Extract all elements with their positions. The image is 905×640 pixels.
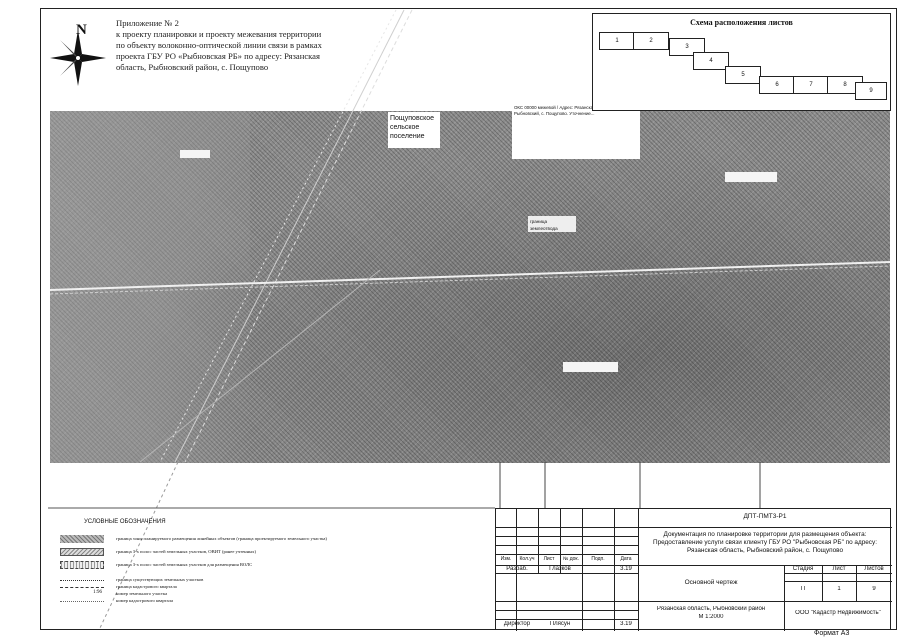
legend-text: граница кадастрового квартала: [116, 584, 177, 589]
linear-object-line: [49, 265, 891, 295]
scheme-sheet-5[interactable]: 5: [725, 66, 761, 84]
scale-text: М 1:2000: [698, 614, 724, 620]
drawing-name: Основной чертеж: [684, 579, 738, 586]
road-line: [159, 9, 397, 463]
title-line: Приложение № 2: [116, 18, 179, 28]
developer-role: Разраб.: [506, 566, 528, 572]
location-text: Рязанская область, Рыбновский район: [656, 606, 766, 612]
scheme-sheet-1[interactable]: 1: [599, 32, 635, 50]
map-area: [50, 111, 890, 463]
sheets-header: Листов: [864, 566, 884, 572]
title-block: ДПТ-ПМТ3-Р1 Документация по планировке т…: [495, 508, 892, 631]
col-header-sheet: Лист: [543, 556, 555, 562]
sheet-value: 1: [837, 586, 841, 592]
map-marker-block: [180, 150, 210, 158]
document-title: Приложение № 2 к проекту планировки и пр…: [116, 18, 361, 73]
sheet-border: [40, 8, 897, 630]
document-description: Документация по планировке территории дл…: [653, 531, 877, 554]
sheet-layout-scheme: Схема расположения листов 1 2 3 4 5 6 7 …: [592, 13, 891, 111]
boundary-line: [139, 269, 381, 463]
scheme-sheet-7[interactable]: 7: [793, 76, 829, 94]
col-header-date: Дата: [620, 556, 632, 562]
sheet-header: Лист: [832, 566, 846, 572]
stage-value: П: [800, 586, 806, 592]
compass-north-label: N: [76, 22, 87, 38]
scheme-sheet-9[interactable]: 9: [855, 82, 887, 100]
title-line: к проекту планировки и проекту межевания…: [116, 29, 322, 39]
legend-item: граница кадастрового квартала: [60, 583, 480, 591]
legend-sample-number: 1:96: [93, 590, 102, 595]
legend-item: номер кадастрового квартала: [60, 597, 480, 605]
legend-item: 1:96 номер земельного участка: [60, 590, 480, 598]
linear-object-line: [49, 261, 891, 291]
legend-swatch: [60, 601, 104, 602]
legend-item: граница зоны планируемого размещения лин…: [60, 535, 480, 543]
document-code: ДПТ-ПМТ3-Р1: [743, 513, 787, 520]
legend-text: граница 3-х полос частей земельных участ…: [116, 562, 253, 567]
developer-name: Глазков: [549, 566, 571, 572]
legend-title: УСЛОВНЫЕ ОБОЗНАЧЕНИЯ: [84, 519, 166, 525]
road-line: [174, 9, 405, 463]
legend-item: граница 3-х полос частей земельных участ…: [60, 548, 480, 556]
title-line: проекта ГБУ РО «Рыбновская РБ» по адресу…: [116, 51, 320, 61]
scheme-sheet-4[interactable]: 4: [693, 52, 729, 70]
director-date: 3.19: [620, 621, 632, 627]
compass-rose-icon: [50, 30, 106, 86]
settlement-label: Пощуповское сельское поселение: [388, 112, 440, 148]
road-line: [184, 9, 413, 463]
stage-header: Стадия: [792, 566, 814, 572]
scheme-sheet-6[interactable]: 6: [759, 76, 795, 94]
director-name: Плясун: [549, 621, 571, 627]
legend-text: граница зоны планируемого размещения лин…: [116, 536, 327, 541]
road-line: [99, 461, 179, 629]
legend-swatch: [60, 548, 104, 556]
col-header-change: Изм.: [500, 556, 512, 562]
col-header-count: Кол.уч: [519, 556, 535, 562]
scheme-sheet-2[interactable]: 2: [633, 32, 669, 50]
legend-swatch: [60, 580, 104, 581]
sheets-value: 9: [872, 586, 876, 592]
title-line: по объекту волоконно-оптической линии св…: [116, 40, 322, 50]
director-role: Директор: [503, 621, 531, 627]
parcel-info-label: ОКС 00000 межевой / Адрес: Рязанская обл…: [512, 103, 640, 159]
legend-text: граница существующих земельных участков: [116, 577, 204, 582]
legend-text: номер кадастрового квартала: [116, 598, 174, 603]
col-header-signature: Подп.: [591, 556, 605, 562]
company-name: ООО "Кадастр Недвижимость": [795, 610, 881, 616]
boundary-label: граница землеотвода: [528, 216, 576, 232]
title-line: область, Рыбновский район, с. Пощупово: [116, 62, 269, 72]
col-header-docnum: № док.: [562, 556, 580, 562]
legend-item: граница 3-х полос частей земельных участ…: [60, 561, 480, 569]
legend-swatch: [60, 561, 104, 569]
developer-date: 3.19: [620, 566, 632, 572]
map-marker-block: [725, 172, 777, 182]
scheme-sheet-3[interactable]: 3: [669, 38, 705, 56]
map-marker-block: [563, 362, 618, 372]
legend-swatch: [60, 587, 104, 588]
scheme-title: Схема расположения листов: [690, 18, 793, 27]
legend-text: номер земельного участка: [116, 591, 168, 596]
format-label: Формат А3: [814, 630, 850, 637]
legend-text: граница 3-х полос частей земельных участ…: [116, 549, 256, 554]
legend-item: граница существующих земельных участков: [60, 576, 480, 584]
legend-swatch: [60, 535, 104, 543]
